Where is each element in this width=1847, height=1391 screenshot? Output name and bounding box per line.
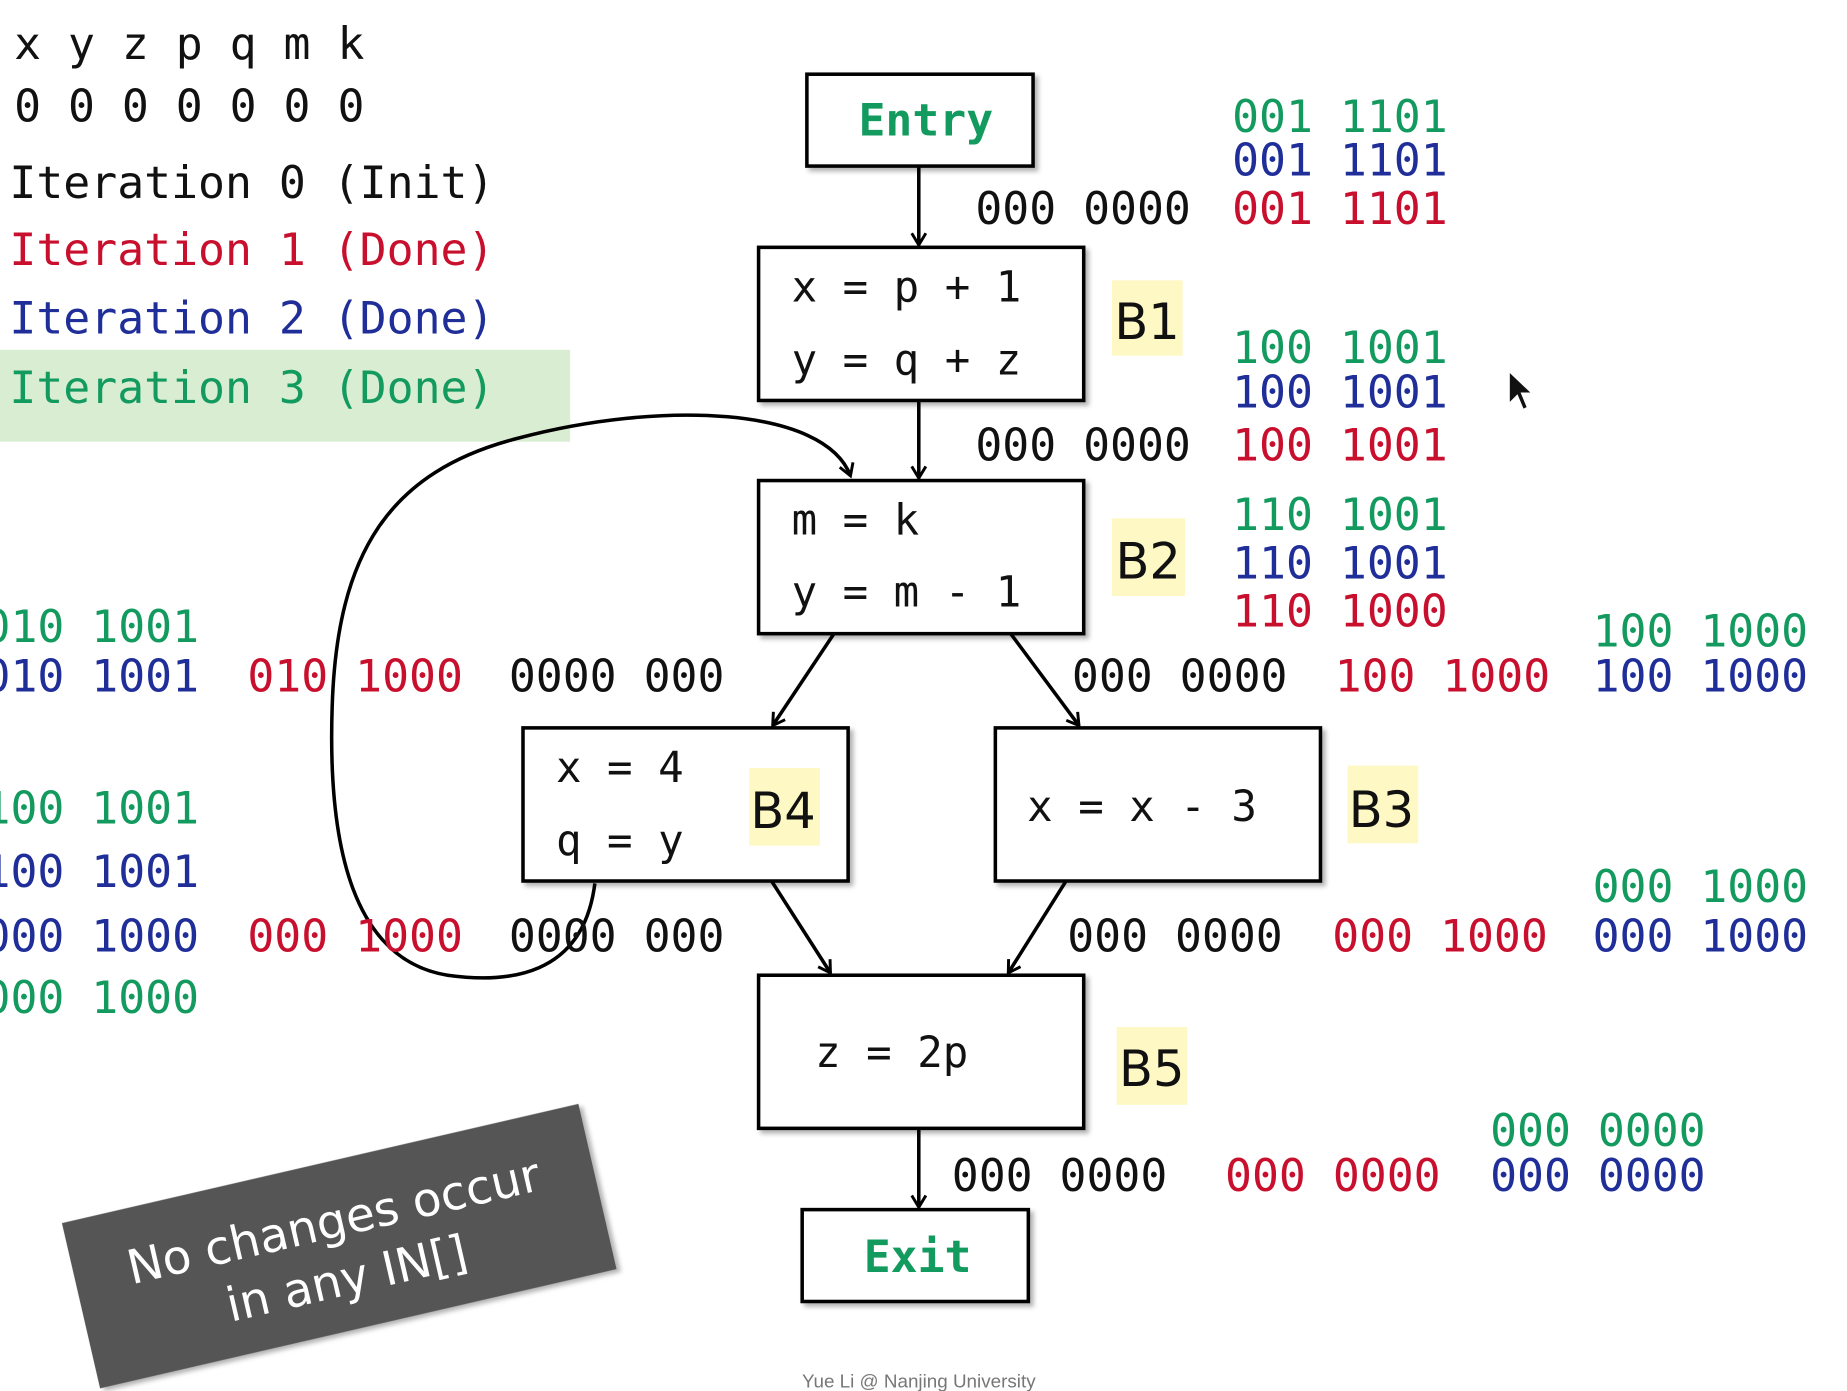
b2-out-iter1: 110 1000 [1232, 585, 1448, 638]
b3-in-iter0: 000 0000 [1072, 649, 1288, 702]
b4-label: B4 [750, 782, 815, 840]
iteration-3-label: Iteration 3 (Done) [9, 361, 494, 414]
edge-b2-b3 [1009, 632, 1079, 726]
b4-out-iter3b: 000 1000 [0, 971, 199, 1024]
initial-values: 0 0 0 0 0 0 0 [14, 79, 364, 132]
entry-b1-iter3: 001 1101 [1232, 90, 1448, 143]
b5-exit-iter0: 000 0000 [952, 1149, 1168, 1202]
entry-b1-iter0: 000 0000 [975, 182, 1191, 235]
b4-out-iter3a: 100 1001 [0, 781, 199, 834]
b3-in-iter3: 100 1000 [1593, 605, 1809, 658]
b3-in-iter1: 100 1000 [1335, 649, 1551, 702]
entry-b1-iter1: 001 1101 [1232, 182, 1448, 235]
iteration-3-highlight [0, 349, 571, 442]
b2-stmt-1: m = k [792, 496, 920, 545]
iteration-0-label: Iteration 0 (Init) [9, 156, 494, 209]
edge-b4-b2-backedge [329, 413, 851, 980]
footer-credit: Yue Li @ Nanjing University [802, 1370, 1036, 1391]
edge-b3-b5 [1008, 880, 1068, 973]
b5-exit-iter1: 000 0000 [1225, 1149, 1441, 1202]
b3-out-iter2: 000 1000 [1593, 910, 1809, 963]
no-changes-badge: No changes occur in any IN[] [61, 1103, 617, 1389]
b2-out-iter3: 110 1001 [1232, 488, 1448, 541]
block-b4: x = 4 q = y B4 [521, 726, 850, 883]
b2-stmt-2: y = m - 1 [792, 568, 1022, 617]
b4-out-iter1: 000 1000 [247, 910, 463, 963]
block-b3: x = x - 3 B3 [993, 726, 1419, 883]
b3-out-iter3: 000 1000 [1593, 860, 1809, 913]
block-b1: x = p + 1 y = q + z B1 [756, 245, 1183, 403]
b5-exit-iter2: 000 0000 [1490, 1149, 1706, 1202]
b4-in-iter2: 010 1001 [0, 649, 199, 702]
b2-out-iter2: 110 1001 [1232, 536, 1448, 589]
b4-stmt-2: q = y [556, 816, 684, 865]
b3-label: B3 [1349, 781, 1414, 839]
b4-stmt-1: x = 4 [556, 743, 684, 792]
edge-b2-b4 [773, 632, 836, 726]
b4-out-iter0: 0000 000 [509, 910, 725, 963]
b1-stmt-1: x = p + 1 [792, 263, 1022, 312]
entry-label: Entry [858, 93, 993, 146]
edge-b4-b5 [770, 880, 831, 973]
b5-exit-iter3: 000 0000 [1490, 1104, 1706, 1157]
block-b5: z = 2p B5 [756, 973, 1188, 1131]
iteration-1-label: Iteration 1 (Done) [9, 223, 494, 276]
variable-names: x y z p q m k [14, 17, 364, 70]
b1-b2-iter1: 100 1001 [1232, 419, 1448, 472]
b1-b2-iter3: 100 1001 [1232, 321, 1448, 374]
b3-out-iter1: 000 1000 [1332, 910, 1548, 963]
entry-b1-iter2: 001 1101 [1232, 133, 1448, 186]
b3-out-iter0: 000 0000 [1067, 910, 1283, 963]
exit-node: Exit [800, 1207, 1031, 1304]
b5-label: B5 [1119, 1040, 1184, 1098]
exit-label: Exit [864, 1230, 972, 1283]
b4-in-iter1: 010 1000 [247, 649, 463, 702]
b4-in-iter3: 010 1001 [0, 600, 199, 653]
b5-stmt-1: z = 2p [815, 1028, 968, 1077]
b3-in-iter2: 100 1000 [1593, 649, 1809, 702]
iteration-2-label: Iteration 2 (Done) [9, 291, 494, 344]
b1-b2-iter0: 000 0000 [975, 419, 1191, 472]
b1-stmt-2: y = q + z [792, 336, 1022, 385]
b4-out-iter2a: 100 1001 [0, 845, 199, 898]
mouse-cursor-icon [1508, 368, 1535, 412]
b3-stmt-1: x = x - 3 [1027, 782, 1257, 831]
b2-label: B2 [1116, 532, 1181, 590]
block-b2: m = k y = m - 1 B2 [756, 478, 1186, 636]
b1-b2-iter2: 100 1001 [1232, 366, 1448, 419]
b1-label: B1 [1114, 293, 1179, 351]
b4-out-iter2b: 000 1000 [0, 910, 199, 963]
b4-in-iter0: 0000 000 [509, 649, 725, 702]
entry-node: Entry [805, 72, 1035, 168]
